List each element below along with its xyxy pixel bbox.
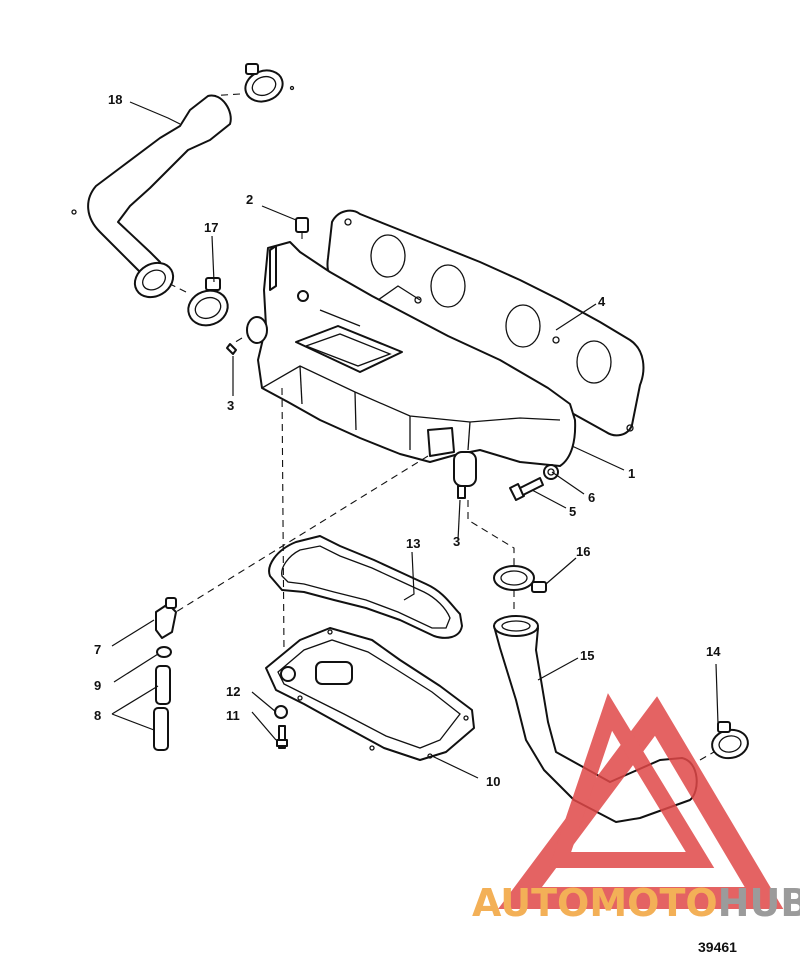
dowel-pin-left	[226, 343, 237, 355]
hose-upper	[71, 94, 232, 299]
callout-15: 14	[706, 644, 721, 659]
pipe-plug	[295, 217, 309, 233]
bolt	[509, 477, 544, 501]
figure-number: 39461	[698, 939, 737, 955]
callout-11: 13	[406, 536, 420, 551]
callout-13: 12	[226, 684, 240, 699]
watermark-triangle-icon	[498, 696, 784, 909]
callout-2: 2	[246, 192, 253, 207]
watermark-text-hub: HUB	[718, 881, 800, 925]
callout-7: 7	[94, 642, 101, 657]
cover-plate	[265, 627, 475, 761]
callout-5: 5	[569, 504, 576, 519]
washer	[543, 464, 559, 480]
callout-9: 9	[94, 678, 101, 693]
callout-4: 4	[598, 294, 606, 309]
svg-text:AUTOMOTOHUB: AUTOMOTOHUB	[472, 881, 800, 925]
callout-12: 11	[226, 708, 240, 723]
hose-clamp-small	[156, 646, 172, 658]
elbow-fitting	[155, 597, 177, 639]
hose-clamp-16	[493, 565, 547, 593]
callout-6: 6	[588, 490, 595, 505]
callout-17: 18	[108, 92, 122, 107]
assembly-lines	[169, 93, 715, 761]
screw-washer	[274, 705, 288, 719]
exhaust-manifold	[246, 241, 577, 487]
callout-3-lower: 3	[453, 534, 460, 549]
leader-lines	[111, 101, 719, 779]
callout-10: 10	[486, 774, 500, 789]
hose-clamp-18	[187, 277, 229, 327]
dowel-pin-bottom	[457, 485, 466, 499]
small-hose-pieces	[153, 665, 171, 751]
watermark-text-automoto: AUTOMOTO	[472, 881, 718, 925]
watermark-logo: AUTOMOTOHUB	[472, 693, 800, 925]
cover-gasket	[268, 535, 463, 639]
callout-3-upper: 3	[227, 398, 234, 413]
cover-screw	[276, 725, 288, 749]
callout-8: 8	[94, 708, 101, 723]
callout-numbers: 18 2 17 3 4 1 6 5 3 13 16 15 14 7 9 8 12…	[94, 92, 721, 789]
hose-clamp-top	[244, 63, 295, 103]
hose-clamp-15	[711, 721, 749, 760]
callout-16: 16	[576, 544, 590, 559]
callout-14: 15	[580, 648, 594, 663]
callout-1: 1	[628, 466, 635, 481]
callout-18: 17	[204, 220, 218, 235]
watermark-inner-triangle-icon	[548, 693, 715, 868]
